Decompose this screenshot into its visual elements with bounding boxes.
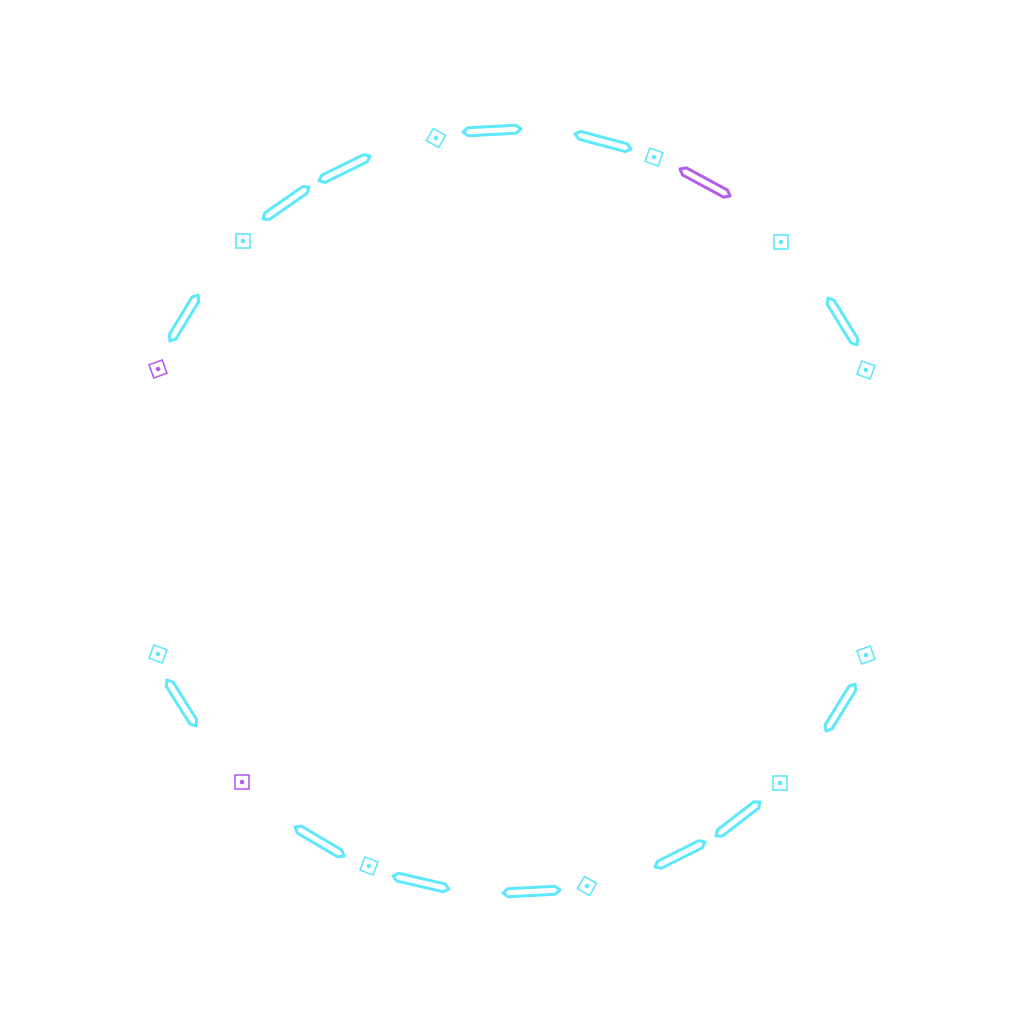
dash-segment-5 xyxy=(261,185,311,221)
dash-segment-11 xyxy=(653,839,707,870)
dash-segment-13 xyxy=(391,871,451,894)
square-node-icon-9 xyxy=(234,774,250,790)
dash-segment-10 xyxy=(714,800,762,838)
dash-segment-7 xyxy=(825,296,860,347)
square-node-icon-3 xyxy=(235,233,251,249)
square-node-icon-5 xyxy=(148,359,168,379)
square-node-icon-1 xyxy=(425,127,447,149)
dash-segment-4 xyxy=(317,153,372,184)
node-layer xyxy=(148,127,876,897)
dash-segment-9 xyxy=(823,682,858,733)
square-node-icon-2 xyxy=(644,147,664,167)
dash-segment-1 xyxy=(461,123,523,138)
square-node-icon-4 xyxy=(773,234,789,250)
dash-segment-14 xyxy=(501,884,562,899)
dash-segment-12 xyxy=(293,824,346,859)
dash-segment-3 xyxy=(678,166,732,199)
square-node-icon-10 xyxy=(772,775,788,791)
square-node-icon-8 xyxy=(856,645,876,665)
square-node-icon-11 xyxy=(359,856,379,876)
square-node-icon-12 xyxy=(576,875,598,897)
square-node-icon-6 xyxy=(856,360,876,380)
dash-layer xyxy=(164,123,860,899)
dash-segment-6 xyxy=(167,293,201,343)
square-node-icon-7 xyxy=(148,644,168,664)
dash-segment-2 xyxy=(573,129,633,154)
dash-segment-8 xyxy=(164,678,199,728)
